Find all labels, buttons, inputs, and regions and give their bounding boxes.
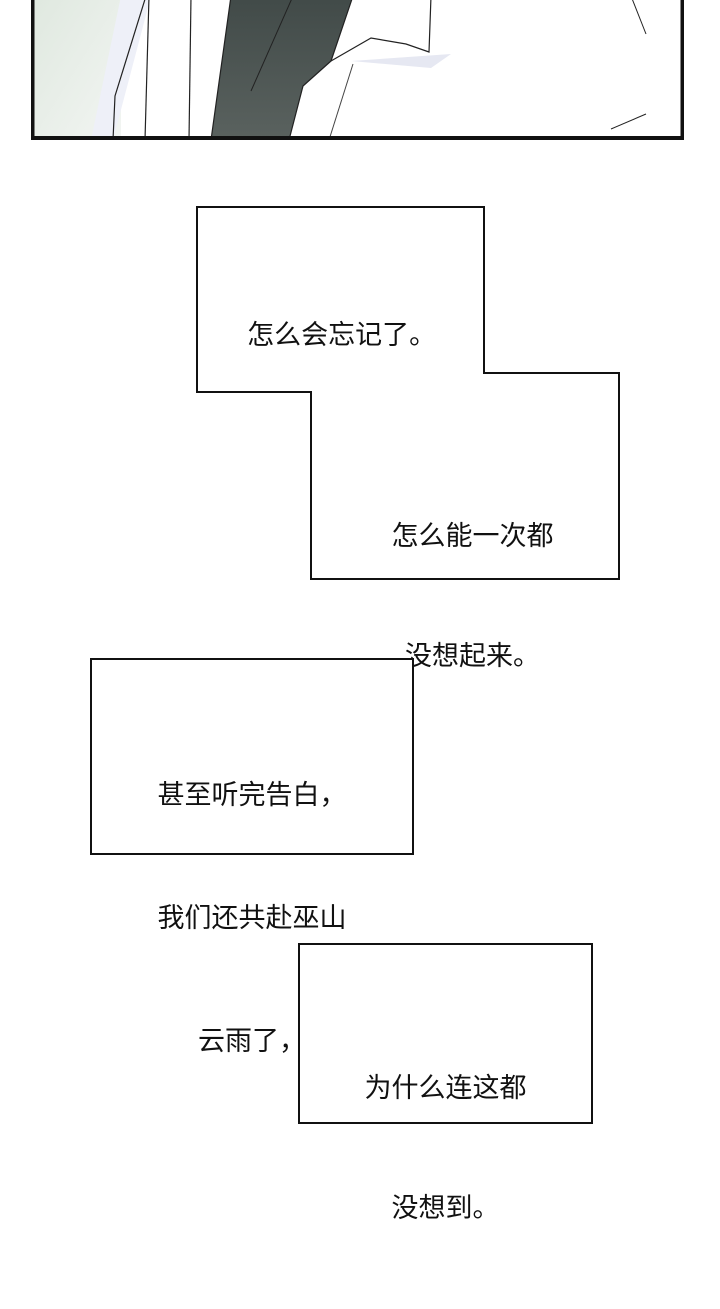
- comic-panel-top: [30, 0, 685, 141]
- narration-line: 云雨了，: [198, 1026, 306, 1057]
- narration-line: 为什么连这都: [364, 1073, 527, 1104]
- narration-box-3: 甚至听完告白， 我们还共赴巫山 云雨了，: [90, 658, 414, 1057]
- narration-line: 没想起来。: [405, 641, 540, 672]
- narration-line: 怎么会忘记了。: [247, 320, 437, 351]
- narration-line: 甚至听完告白，: [157, 780, 347, 811]
- narration-line: 我们还共赴巫山: [157, 903, 347, 934]
- narration-box-4: 为什么连这都 没想到。: [298, 943, 593, 1224]
- narration-line: 没想到。: [391, 1193, 500, 1224]
- narration-box-1-outline: [196, 206, 620, 580]
- narration-box-2: 怎么能一次都 没想起来。: [340, 437, 605, 717]
- bubble-outlines-top: [196, 206, 620, 580]
- panel-artwork: [30, 0, 685, 141]
- narration-line: 怎么能一次都: [391, 521, 554, 552]
- narration-box-1: 怎么会忘记了。: [230, 276, 436, 356]
